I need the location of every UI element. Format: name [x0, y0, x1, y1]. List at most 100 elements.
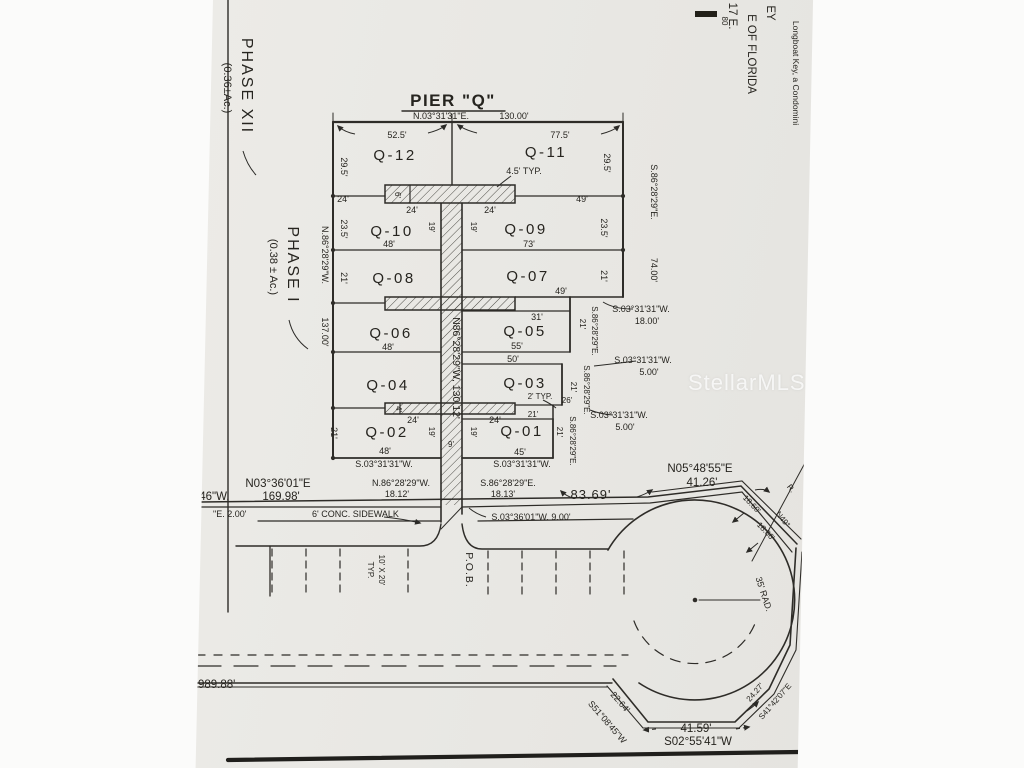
lot-label: Q-02 [365, 424, 408, 441]
lot-label: Q-07 [506, 268, 549, 285]
bearing-label: 18.13' [491, 489, 516, 499]
lot-label: Q-03 [503, 375, 546, 392]
bearing-label: 18.12' [385, 489, 410, 499]
dim-label: 21' [578, 319, 587, 330]
lot-label: Q-11 [525, 144, 567, 161]
bearing-label: 169.98' [262, 491, 299, 503]
lot-label: Q-04 [366, 377, 409, 394]
bearing-label: S.03°36'01"W. 9.00' [491, 512, 571, 522]
scale-value-label: 80 [720, 17, 729, 26]
leader-line [383, 516, 422, 525]
dim-label: 21' [569, 382, 578, 393]
bearing-label: 137.00' [320, 317, 330, 347]
parking-stalls [271, 548, 625, 597]
dim-label: 48' [382, 342, 394, 352]
dim-arrow [745, 542, 759, 553]
dim-arrow [427, 124, 448, 134]
bearing-label: S.03°31'31"W. [493, 459, 551, 469]
leader-line [593, 360, 637, 367]
heavy-boundary-line [225, 749, 803, 763]
dim-label: 77.5' [550, 130, 570, 140]
bearing-label: S.86°28'29"E. [582, 365, 591, 414]
walkway-end-mark [440, 506, 463, 530]
cul-de-sac-offset [606, 551, 803, 729]
bearing-label: N03°36'01"E [245, 478, 311, 490]
scale-bar-block [695, 11, 717, 17]
sidewalk-line [477, 518, 634, 522]
bearing-label: S.86°28'29"E. [649, 164, 659, 220]
bearing-label: 5.00' [615, 422, 635, 432]
bearing-label: 35' RAD. [754, 576, 775, 613]
dim-label: 24' [407, 415, 419, 425]
bearing-label: 5.00' [639, 367, 659, 377]
dim-arrow [735, 724, 751, 731]
dim-arrow [336, 124, 356, 135]
bearing-label: 41.59' [681, 723, 712, 735]
road-edge [235, 523, 442, 547]
bearing-label: '46"W. [197, 491, 229, 503]
dim-label: 50' [507, 354, 519, 364]
dim-arrow [456, 124, 478, 134]
bearing-label: S.86°28'29"E. [590, 306, 599, 355]
walkway-hatch [441, 203, 462, 505]
dim-label: 45' [514, 447, 526, 457]
dim-label: 52.5' [387, 130, 407, 140]
leader-line [242, 150, 257, 176]
phase-xii-area: (0.36±Ac.) [221, 63, 233, 114]
dim-arrow [636, 489, 654, 498]
bearing-label: N49° [774, 510, 792, 530]
cul-de-sac [606, 460, 807, 729]
bearing-label: 18.00' [635, 316, 660, 326]
lot-label: Q-09 [504, 221, 547, 238]
dim-label: 24' [489, 415, 501, 425]
sidewalk-label: 6' CONC. SIDEWALK [312, 509, 399, 519]
dim-label: 19' [469, 222, 478, 233]
dim-arrow [559, 489, 574, 499]
bearing-label: "E. 2.00' [213, 509, 247, 519]
cul-de-sac-dashed-arc [633, 620, 757, 665]
top-bearing-label: N.03°31'31"E. [413, 111, 469, 121]
dim-label: 21' [599, 270, 609, 282]
radius-point [692, 597, 698, 603]
leader-line [468, 507, 487, 518]
hatch-bar [384, 402, 516, 415]
lot-label: Q-05 [503, 323, 546, 340]
leader-line [542, 399, 557, 409]
bearing-label: S.03°31'31"W. [590, 410, 648, 420]
pob-label: P.O.B. [463, 552, 475, 588]
dim-arrow [642, 726, 657, 733]
dim-arrow [731, 512, 745, 523]
lot-label: Q-06 [369, 325, 412, 342]
sidewalk-line [461, 491, 793, 553]
dim-label: 55' [511, 341, 523, 351]
hatch-bar [384, 184, 516, 204]
dim-label: 9' [448, 440, 454, 449]
radial-line [751, 460, 807, 562]
dim-label: 48' [383, 239, 395, 249]
dim-label: 49' [555, 286, 567, 296]
dim-arrow [754, 486, 771, 493]
dim-label: 49' [576, 194, 588, 204]
bearing-label: S.03°31'31"W. [614, 355, 672, 365]
leader-line [496, 175, 512, 188]
leader-line [288, 319, 309, 350]
pier-structure [330, 110, 626, 530]
dim-label: 29.5' [339, 157, 349, 177]
margin-note: 17 E. [726, 3, 738, 30]
dim-label: 23.5' [339, 219, 349, 239]
dim-label: 19' [427, 222, 436, 233]
lot-label: Q-12 [373, 147, 416, 164]
leaders-and-arrows [242, 124, 771, 733]
watermark: StellarMLS [688, 370, 806, 395]
dim-label: 989.88' [198, 679, 235, 691]
lot-label: Q-08 [372, 270, 415, 287]
margin-note: EY [764, 5, 776, 21]
dim-label: 26' [562, 396, 573, 405]
phase-i-label: PHASE I [284, 226, 301, 303]
lot-label: Q-10 [370, 223, 413, 240]
dim-label: 24' [337, 194, 349, 204]
bearing-label: R. [785, 483, 797, 495]
corner-dots [330, 193, 626, 461]
